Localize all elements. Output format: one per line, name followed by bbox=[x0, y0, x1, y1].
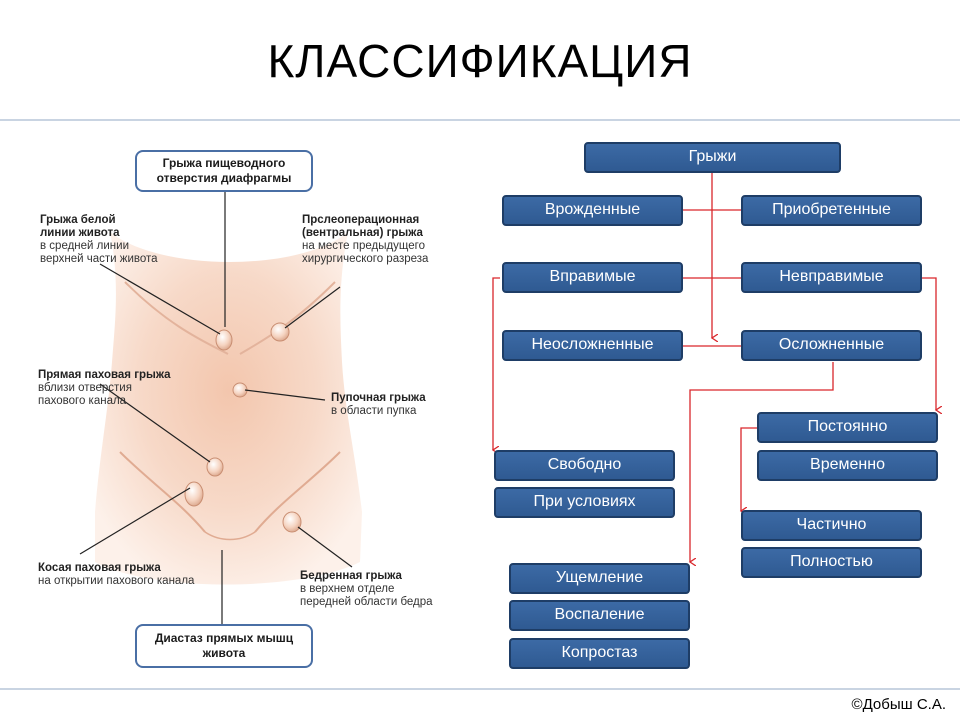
node-conditionally: При условиях bbox=[494, 487, 675, 518]
node-freely: Свободно bbox=[494, 450, 675, 481]
node-complicated: Осложненные bbox=[741, 330, 922, 361]
node-congenital: Врожденные bbox=[502, 195, 683, 226]
node-temporary: Временно bbox=[757, 450, 938, 481]
node-acquired: Приобретенные bbox=[741, 195, 922, 226]
node-permanent: Постоянно bbox=[757, 412, 938, 443]
diaphragm-hernia-callout: Грыжа пищеводного отверстия диафрагмы bbox=[135, 150, 313, 192]
copyright-text: ©Добыш С.А. bbox=[851, 696, 946, 713]
label-femoral-hernia: Бедренная грыжа в верхнем отделе передне… bbox=[300, 570, 433, 608]
slide-title: КЛАССИФИКАЦИЯ bbox=[267, 35, 693, 87]
label-postoperative-hernia: Прслеоперационная (вентральная) грыжа на… bbox=[302, 214, 429, 265]
label-umbilical-hernia: Пупочная грыжа в области пупка bbox=[331, 392, 426, 417]
node-irreducible: Невправимые bbox=[741, 262, 922, 293]
node-inflammation: Воспаление bbox=[509, 600, 690, 631]
node-strangulation: Ущемление bbox=[509, 563, 690, 594]
abdomen-illustration: Грыжа пищеводного отверстия диафрагмы Ди… bbox=[0, 122, 470, 688]
diastasis-callout: Диастаз прямых мышц живота bbox=[135, 624, 313, 668]
label-oblique-inguinal-hernia: Косая паховая грыжа на открытии пахового… bbox=[38, 562, 195, 587]
abdomen-drawing bbox=[79, 164, 362, 624]
node-coprostasis: Копростаз bbox=[509, 638, 690, 669]
label-direct-inguinal-hernia: Прямая паховая грыжа вблизи отверстия па… bbox=[38, 369, 171, 407]
bottom-divider bbox=[0, 688, 960, 690]
node-complete: Полностью bbox=[741, 547, 922, 578]
node-uncomplicated: Неосложненные bbox=[502, 330, 683, 361]
node-hernias: Грыжи bbox=[584, 142, 841, 173]
node-partial: Частично bbox=[741, 510, 922, 541]
node-reducible: Вправимые bbox=[502, 262, 683, 293]
label-white-line-hernia: Грыжа белой линии живота в средней линии… bbox=[40, 214, 158, 265]
top-divider bbox=[0, 119, 960, 121]
